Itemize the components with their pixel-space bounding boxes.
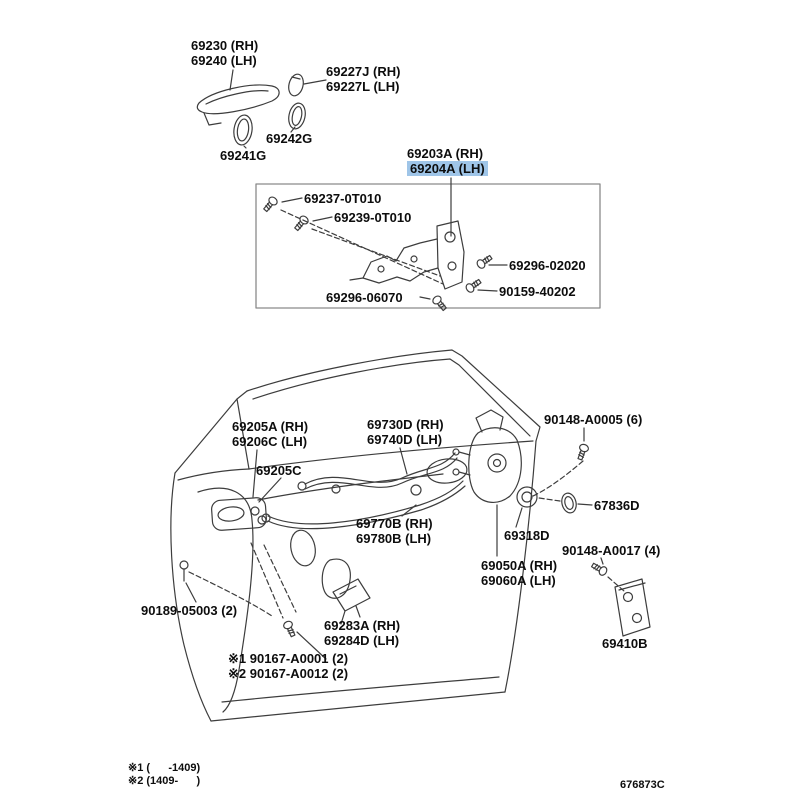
ring-69318d-drawing: [515, 486, 538, 528]
frame-screws-drawing: [261, 194, 508, 313]
gasket-69242g-drawing: [288, 102, 306, 133]
clip-90189-drawing: [179, 560, 273, 617]
outside-handle-drawing: [196, 69, 280, 126]
frame-assembly-drawing: [349, 220, 465, 290]
door-check-drawing: [332, 578, 371, 625]
handle-cover-drawing: [288, 73, 327, 97]
door-lock-drawing: [452, 409, 522, 557]
gasket-69241g-drawing: [233, 114, 253, 149]
lock-cables-drawing: [261, 447, 466, 530]
mounting-bolts-drawing: [250, 542, 327, 660]
inside-handle-drawing: [211, 449, 282, 531]
door-panel-drawing: [170, 349, 541, 722]
grommet-67836d-drawing: [538, 492, 593, 514]
frame-assembly-box: [255, 177, 601, 309]
lock-screws-drawing: [530, 427, 591, 498]
striker-69410b-drawing: [589, 557, 651, 637]
